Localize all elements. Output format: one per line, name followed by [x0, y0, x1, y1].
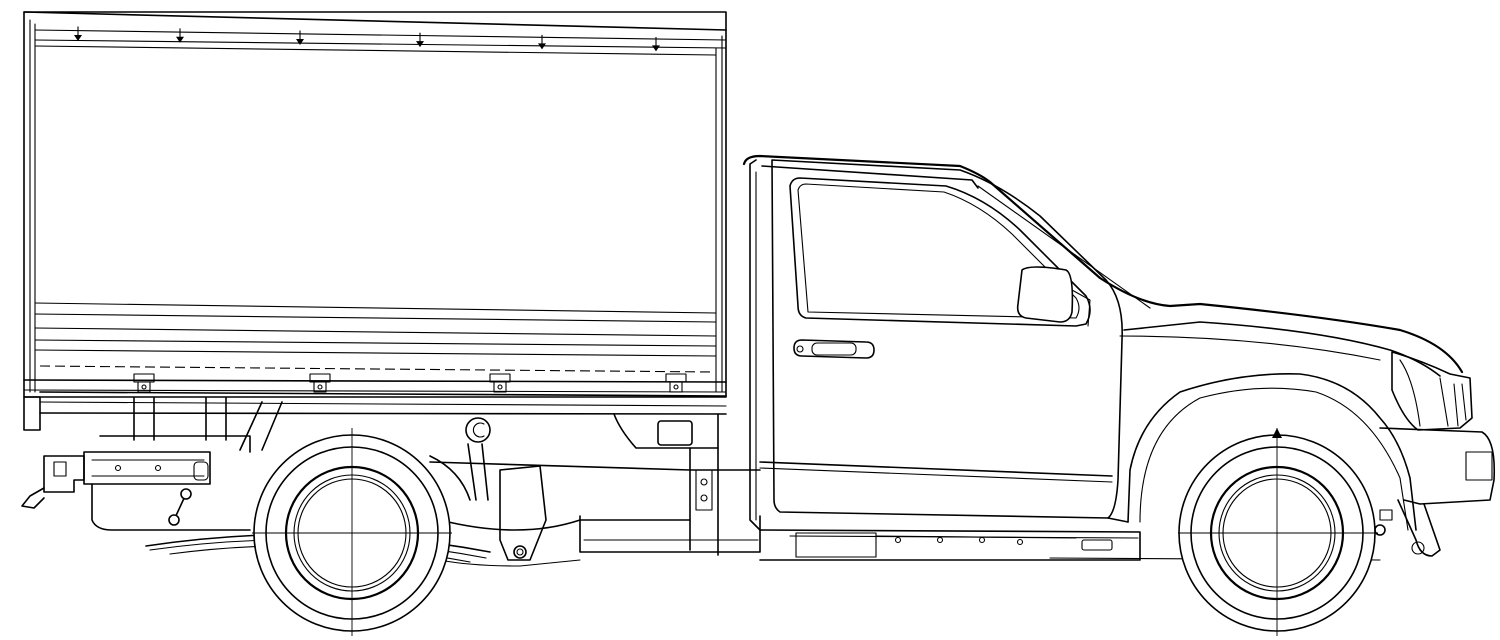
box-hook — [176, 28, 184, 43]
floor-bracket — [489, 373, 511, 393]
cargo-box-hooks — [74, 26, 660, 52]
box-subframe — [39, 391, 727, 556]
fuel-filler-cap — [465, 417, 491, 443]
front-wheel-arch — [1127, 373, 1417, 531]
cargo-box-outline — [23, 11, 727, 398]
cargo-box-roof-edge — [23, 11, 727, 31]
cargo-box — [23, 11, 727, 431]
cab-roof-line — [742, 154, 1464, 374]
floor-bracket — [665, 373, 687, 393]
front-bumper — [1379, 427, 1496, 505]
door-handle — [793, 339, 875, 359]
tow-hitch — [43, 455, 85, 493]
box-hook — [74, 26, 82, 41]
floor-bracket — [133, 373, 155, 393]
rear-spring-hanger — [499, 465, 547, 561]
box-hook — [538, 34, 546, 50]
box-hook — [296, 30, 304, 45]
box-reflector — [657, 420, 693, 446]
box-floor-brackets — [133, 373, 687, 393]
box-hook — [652, 36, 660, 52]
wheel-center-marks — [252, 428, 1378, 636]
door-outline — [771, 159, 1123, 519]
chassis-frame — [21, 417, 1141, 567]
floor-bracket — [309, 373, 331, 393]
box-hook — [416, 32, 424, 48]
cab — [742, 154, 1496, 561]
cargo-box-dashed-line — [39, 365, 713, 373]
headlight — [1391, 351, 1473, 431]
side-window — [789, 177, 1091, 327]
side-mirror — [1016, 266, 1074, 323]
